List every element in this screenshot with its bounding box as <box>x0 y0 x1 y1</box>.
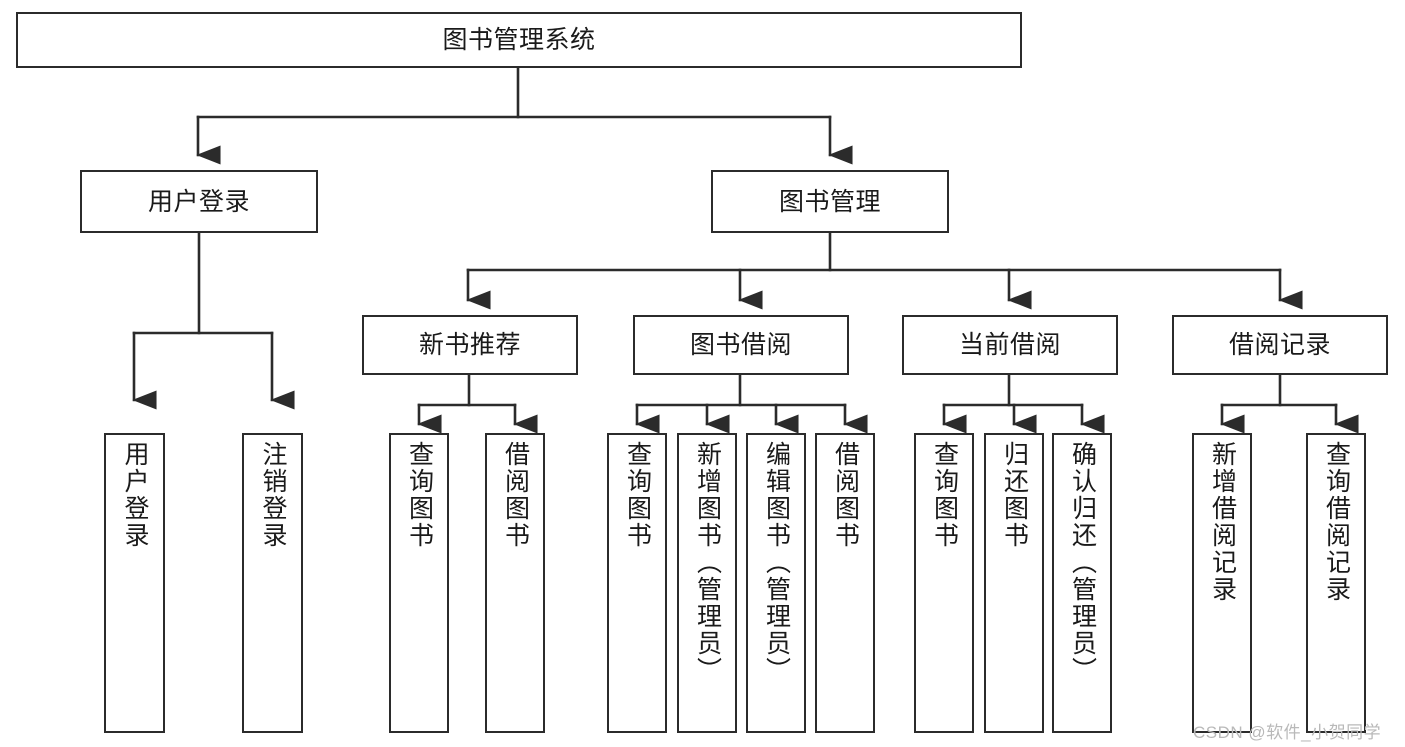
leaf-query-book-current[interactable]: 查询图书 <box>914 433 974 733</box>
node-book-management[interactable]: 图书管理 <box>711 170 949 233</box>
leaf-query-book-borrow[interactable]: 查询图书 <box>607 433 667 733</box>
node-current-borrow[interactable]: 当前借阅 <box>902 315 1118 375</box>
node-label: 查询图书 <box>623 441 652 549</box>
leaf-borrow-book[interactable]: 借阅图书 <box>815 433 875 733</box>
node-root-book-management-system[interactable]: 图书管理系统 <box>16 12 1022 68</box>
node-label: 借阅记录 <box>1228 331 1331 359</box>
node-label: 新增图书（管理员） <box>693 441 722 684</box>
node-label: 编辑图书（管理员） <box>762 441 791 684</box>
leaf-return-book[interactable]: 归还图书 <box>984 433 1044 733</box>
node-label: 图书借阅 <box>689 331 792 359</box>
node-label: 新增借阅记录 <box>1208 441 1237 603</box>
node-borrow-record[interactable]: 借阅记录 <box>1172 315 1388 375</box>
node-new-book-recommend[interactable]: 新书推荐 <box>362 315 578 375</box>
leaf-add-borrow-record[interactable]: 新增借阅记录 <box>1192 433 1252 733</box>
node-label: 借阅图书 <box>501 441 530 549</box>
leaf-edit-book-admin[interactable]: 编辑图书（管理员） <box>746 433 806 733</box>
node-book-borrow[interactable]: 图书借阅 <box>633 315 849 375</box>
leaf-borrow-book-recommend[interactable]: 借阅图书 <box>485 433 545 733</box>
leaf-user-login[interactable]: 用户登录 <box>104 433 165 733</box>
leaf-query-book-recommend[interactable]: 查询图书 <box>389 433 449 733</box>
node-label: 查询图书 <box>405 441 434 549</box>
node-label: 查询图书 <box>930 441 959 549</box>
node-label: 借阅图书 <box>831 441 860 549</box>
node-label: 查询借阅记录 <box>1322 441 1351 603</box>
leaf-confirm-return-admin[interactable]: 确认归还（管理员） <box>1052 433 1112 733</box>
watermark-csdn: CSDN @软件_小贺同学 <box>1193 723 1382 742</box>
node-label: 新书推荐 <box>418 331 521 359</box>
node-label: 用户登录 <box>121 441 149 549</box>
node-label: 图书管理 <box>778 187 881 216</box>
node-user-login[interactable]: 用户登录 <box>80 170 318 233</box>
node-label: 当前借阅 <box>958 331 1061 359</box>
node-label: 确认归还（管理员） <box>1068 441 1097 684</box>
node-label: 注销登录 <box>259 441 287 549</box>
leaf-query-borrow-record[interactable]: 查询借阅记录 <box>1306 433 1366 733</box>
node-label: 图书管理系统 <box>442 26 596 54</box>
leaf-logout[interactable]: 注销登录 <box>242 433 303 733</box>
leaf-add-book-admin[interactable]: 新增图书（管理员） <box>677 433 737 733</box>
node-label: 用户登录 <box>147 187 250 216</box>
node-label: 归还图书 <box>1000 441 1029 549</box>
